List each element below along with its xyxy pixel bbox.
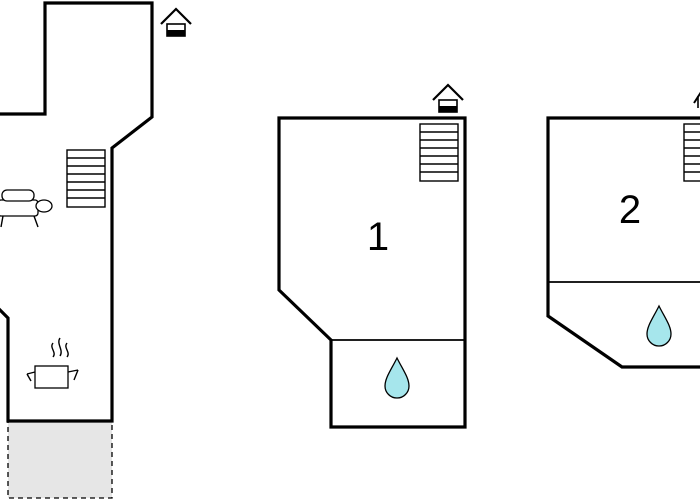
entrance-house-icon	[693, 91, 700, 108]
floor-2-walls	[546, 116, 700, 369]
floor-1: 1	[277, 83, 467, 429]
terrace	[7, 420, 113, 499]
cooking-pot-icon	[26, 337, 79, 389]
stairs-icon	[66, 149, 106, 208]
floor-1-walls	[277, 116, 467, 429]
entrance-house-icon	[432, 83, 464, 113]
floor-2-label: 2	[619, 188, 641, 232]
sofa-icon	[0, 189, 53, 228]
water-drop-icon	[646, 304, 672, 347]
ground-floor-walls	[0, 1, 154, 423]
stairs-icon	[419, 123, 459, 182]
ground-floor	[0, 1, 192, 499]
floor-2: 2	[546, 91, 700, 369]
water-drop-icon	[384, 356, 410, 399]
floor-1-label: 1	[367, 215, 389, 259]
entrance-house-icon	[160, 7, 192, 37]
stairs-icon	[683, 123, 700, 182]
